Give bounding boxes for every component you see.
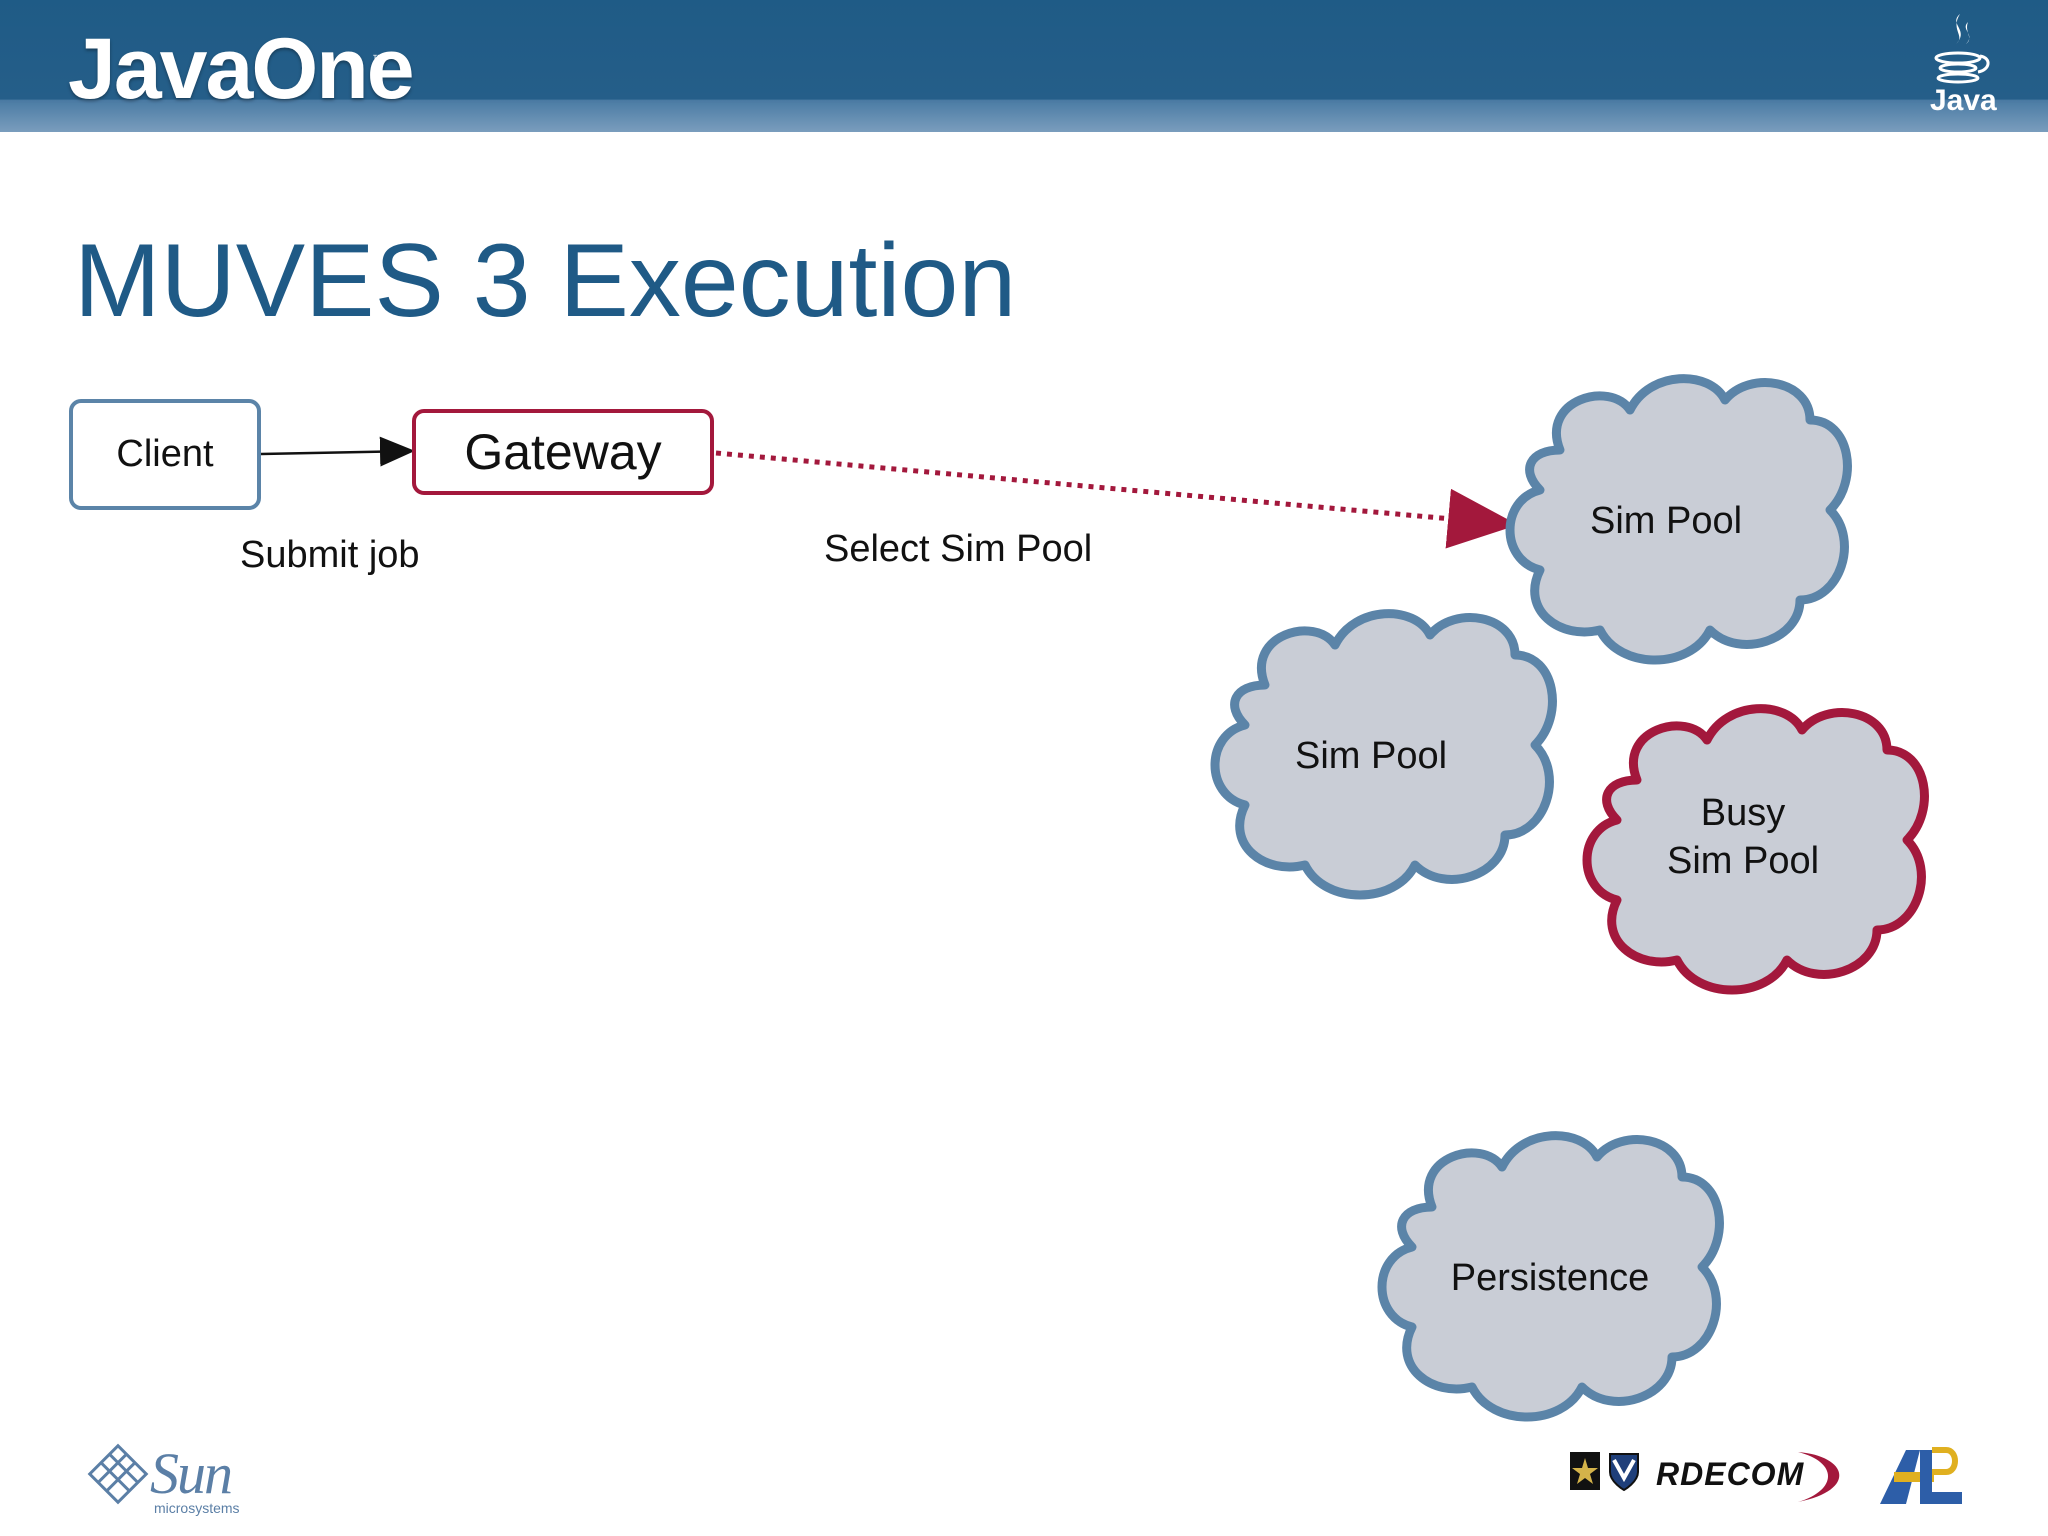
java-cup-icon <box>1934 14 1990 84</box>
java-label: Java <box>1930 84 1997 117</box>
cloud-busy-sim-pool <box>1582 704 1929 995</box>
javaone-logo: JavaOne <box>68 21 415 117</box>
arl-logo <box>1880 1447 1962 1504</box>
select-sim-pool-label: Select Sim Pool <box>824 528 1093 570</box>
header-band <box>0 103 2048 132</box>
sim-pool-label-2: Sim Pool <box>1294 735 1448 777</box>
trademark-mark: ™ <box>372 52 384 66</box>
rdecom-logo: RDECOM <box>1656 1456 1805 1492</box>
busy-sim-pool-label: Busy Sim Pool <box>1625 789 1861 885</box>
sun-subtitle: microsystems <box>154 1500 240 1516</box>
client-box: Client <box>69 399 261 510</box>
sim-pool-label-1: Sim Pool <box>1589 500 1743 542</box>
army-insignia-icon <box>1570 1452 1639 1492</box>
gateway-box: Gateway <box>412 409 714 495</box>
select-arrow <box>715 450 1518 549</box>
busy-label-line1: Busy <box>1700 792 1786 834</box>
cloud-sim-pool-1 <box>1505 374 1852 665</box>
cloud-sim-pool-2 <box>1210 609 1557 900</box>
sun-microsystems-logo <box>87 1443 149 1505</box>
submit-arrow <box>260 436 415 467</box>
gateway-label: Gateway <box>464 424 662 480</box>
persistence-label: Persistence <box>1450 1257 1650 1299</box>
sun-brand-text: Sun <box>150 1441 233 1506</box>
busy-label-line2: Sim Pool <box>1666 840 1820 882</box>
cloud-persistence <box>1377 1131 1724 1422</box>
submit-job-label: Submit job <box>240 534 420 576</box>
client-label: Client <box>116 433 214 475</box>
slide-title: MUVES 3 Execution <box>74 223 1017 339</box>
rdecom-swoosh-icon <box>1798 1452 1840 1502</box>
